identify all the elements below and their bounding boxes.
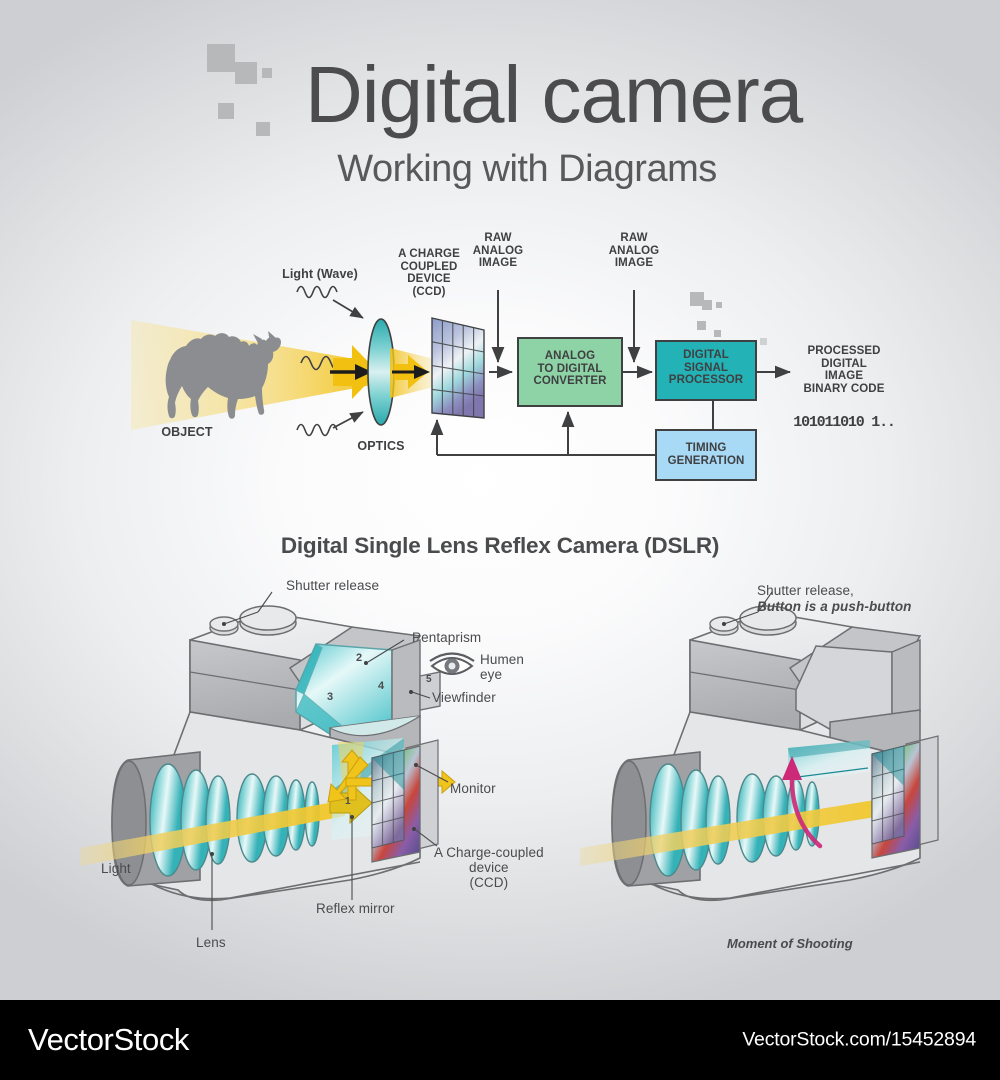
dsp-line1: DIGITAL (683, 349, 729, 361)
ccd-sensor-grid (431, 317, 485, 419)
human-eye-icon (429, 652, 475, 675)
flow-arrows (430, 290, 791, 456)
gold-arrow-into-lens (330, 345, 378, 399)
box-timing-generation (655, 429, 757, 481)
timing-line1: TIMING (685, 442, 727, 454)
dsp-line2: SIGNAL (683, 361, 729, 374)
deco-square-5 (256, 122, 270, 136)
ray-number-2: 2 (356, 652, 363, 664)
raw2-line2: ANALOG (608, 244, 660, 257)
infographic-canvas: Digital camera Working with Diagrams (0, 0, 1000, 1000)
adc-line2: TO DIGITAL (537, 362, 603, 375)
deco-square-11 (760, 338, 767, 345)
label-ccd-block: A CHARGE COUPLED DEVICE (CCD) (383, 248, 475, 298)
deco-square-10 (714, 330, 721, 337)
out-line1: PROCESSED (807, 345, 881, 357)
label-ccd-line4: (CCD) (412, 285, 446, 298)
ccd-dslr-line3: (CCD) (469, 875, 509, 890)
ray-number-4: 4 (378, 680, 385, 692)
label-lens: Lens (196, 935, 226, 950)
dslr-graphics (80, 591, 939, 930)
deco-square-1 (207, 44, 235, 72)
binary-code-text: 101011010 1.. (793, 414, 896, 431)
out-line2: DIGITAL (821, 357, 867, 370)
shutter-right-line1: Shutter release, (757, 583, 854, 598)
page-subtitle: Working with Diagrams (337, 148, 717, 190)
left-leader-lines (210, 591, 449, 930)
deco-square-4 (218, 103, 234, 119)
dslr-section-title: Digital Single Lens Reflex Camera (DSLR) (280, 533, 720, 558)
flow-diagram-graphics (131, 285, 791, 481)
box-label-adc: ANALOG TO DIGITAL CONVERTER (518, 350, 622, 388)
caption-moment-of-shooting: Moment of Shooting (727, 936, 853, 951)
light-beam-left (80, 800, 345, 866)
shutter-right-line2: Button is a push-button (757, 599, 912, 614)
timing-line2: GENERATION (667, 454, 745, 467)
ccd-dslr-line2: device (469, 860, 509, 875)
deco-square-7 (702, 300, 712, 310)
adc-line3: CONVERTER (533, 375, 607, 388)
label-human-eye: Humen eye (480, 652, 524, 682)
footer-url: VectorStock.com/15452894 (742, 1028, 976, 1051)
box-label-timing: TIMING GENERATION (656, 442, 756, 467)
footer-bar: VectorStock VectorStock.com/15452894 (0, 1000, 1000, 1080)
left-camera-illustration (80, 591, 475, 930)
adc-line1: ANALOG (544, 350, 596, 362)
label-shutter-release-right: Shutter release, Button is a push-button (757, 583, 912, 615)
raw1-line1: RAW (484, 232, 512, 244)
object-dog-silhouette (165, 331, 281, 419)
page-title: Digital camera (305, 50, 803, 139)
dsp-line3: PROCESSOR (668, 374, 744, 387)
footer-brand: VectorStock (28, 1022, 190, 1057)
human-eye-line2: eye (480, 667, 503, 682)
right-camera-illustration (580, 591, 939, 902)
label-shutter-release-left: Shutter release (286, 578, 380, 593)
label-ccd-line3: DEVICE (407, 273, 451, 286)
ray-number-5: 5 (426, 674, 432, 685)
out-line4: BINARY CODE (803, 382, 885, 395)
box-label-dsp: DIGITAL SIGNAL PROCESSOR (656, 349, 756, 387)
right-monitor-panel (871, 735, 939, 859)
raw2-line3: IMAGE (614, 257, 654, 270)
label-raw-analog-2: RAW ANALOG IMAGE (598, 232, 670, 270)
raw1-line2: ANALOG (472, 244, 524, 257)
out-line3: IMAGE (824, 370, 864, 383)
gold-arrow-to-ccd (392, 355, 430, 389)
label-object: OBJECT (161, 425, 213, 439)
label-light-dslr: Light (101, 861, 131, 876)
wave-arrows (332, 299, 364, 429)
label-light-wave: Light (Wave) (282, 267, 358, 281)
box-analog-to-digital-converter (517, 337, 623, 407)
ccd-dslr-line1: A Charge-coupled (434, 845, 544, 860)
light-beam-right (580, 795, 905, 866)
human-eye-line1: Humen (480, 652, 525, 667)
box-digital-signal-processor (655, 340, 757, 401)
label-raw-analog-1: RAW ANALOG IMAGE (462, 232, 534, 270)
deco-square-3 (262, 68, 272, 78)
label-optics: OPTICS (357, 439, 405, 453)
deco-square-6 (690, 292, 704, 306)
deco-square-8 (716, 302, 722, 308)
left-monitor-panel (371, 739, 439, 863)
label-ccd-line2: COUPLED (400, 260, 458, 273)
ray-number-3: 3 (327, 691, 334, 703)
label-ccd-dslr: A Charge-coupled device (CCD) (434, 845, 544, 890)
ray-number-1: 1 (345, 796, 351, 807)
mirror-flip-arrow (782, 756, 823, 849)
label-pentaprism: Pentaprism (412, 630, 482, 645)
label-processed-output: PROCESSED DIGITAL IMAGE BINARY CODE (780, 345, 908, 395)
label-monitor: Monitor (450, 781, 496, 796)
deco-square-2 (235, 62, 257, 84)
label-reflex-mirror: Reflex mirror (316, 901, 395, 916)
deco-square-9 (697, 321, 706, 330)
label-ccd-line1: A CHARGE (398, 248, 460, 260)
raw2-line1: RAW (620, 232, 648, 244)
raw1-line3: IMAGE (478, 257, 518, 270)
label-viewfinder: Viewfinder (432, 690, 496, 705)
